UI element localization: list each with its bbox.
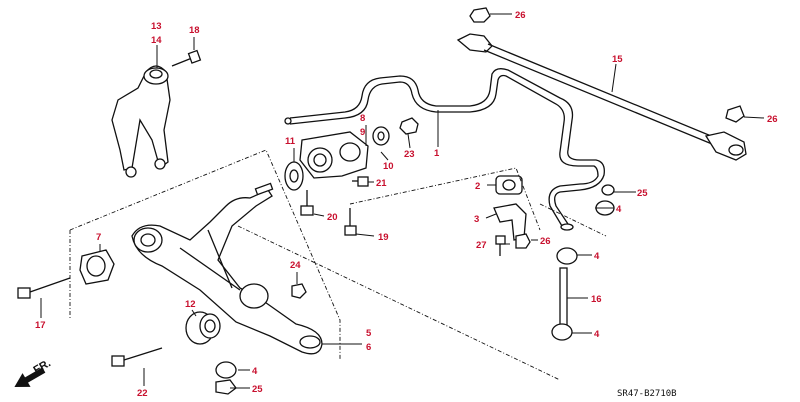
callout-4-link-middle: 4 — [594, 251, 600, 262]
bushing-12 — [185, 311, 221, 345]
callout-7: 7 — [96, 232, 101, 243]
callout-24: 24 — [290, 260, 301, 271]
callout-4-link-upper: 4 — [616, 204, 622, 215]
front-direction-indicator: FR. — [14, 357, 53, 387]
callout-4-arm: 4 — [252, 366, 258, 377]
bolt-22 — [111, 347, 163, 367]
damper-fork — [111, 65, 171, 178]
callout-4-link-lower: 4 — [594, 329, 600, 340]
diagram-code: SR47-B2710B — [617, 389, 677, 399]
stabilizer-link — [469, 7, 745, 341]
callout-2: 2 — [475, 181, 480, 192]
stabilizer-bar — [284, 68, 605, 231]
callout-23: 23 — [404, 149, 415, 160]
callout-10: 10 — [383, 161, 394, 172]
callout-26-top: 26 — [515, 10, 526, 21]
front-arrow-icon — [14, 367, 46, 387]
callout-13: 13 — [151, 21, 162, 32]
callout-6: 6 — [366, 342, 371, 353]
radius-rod — [456, 33, 747, 161]
bushing-4-lower — [215, 361, 237, 395]
callout-26-holder: 26 — [540, 236, 551, 247]
bolt-17 — [17, 277, 71, 299]
front-label: FR. — [32, 357, 53, 376]
bushing-7 — [79, 249, 115, 285]
callout-25-arm: 25 — [252, 384, 263, 395]
callout-22: 22 — [137, 388, 148, 399]
callout-27: 27 — [476, 240, 487, 251]
lower-arm — [131, 182, 323, 355]
callout-11: 11 — [285, 136, 296, 147]
callout-3: 3 — [474, 214, 479, 225]
callout-8: 8 — [360, 113, 365, 124]
reference-lines — [69, 149, 607, 381]
bolt-18 — [171, 49, 202, 67]
callout-1: 1 — [434, 148, 440, 159]
callout-20: 20 — [327, 212, 338, 223]
nut-24 — [291, 283, 307, 299]
stabilizer-bushing-holder — [493, 175, 531, 256]
callout-19: 19 — [378, 232, 389, 243]
callout-18: 18 — [189, 25, 200, 36]
callouts: 1 2 3 4 4 4 4 5 6 7 8 9 10 11 12 13 14 1… — [35, 10, 778, 399]
leader-lines — [40, 13, 765, 389]
compliance-bushing — [284, 117, 419, 236]
callout-9: 9 — [360, 127, 365, 138]
callout-25-link: 25 — [637, 188, 648, 199]
callout-14: 14 — [151, 35, 162, 46]
callout-26-right: 26 — [767, 114, 778, 125]
callout-5: 5 — [366, 328, 372, 339]
callout-15: 15 — [612, 54, 623, 65]
callout-16: 16 — [591, 294, 602, 305]
callout-12: 12 — [185, 299, 196, 310]
callout-17: 17 — [35, 320, 46, 331]
callout-21: 21 — [376, 178, 387, 189]
